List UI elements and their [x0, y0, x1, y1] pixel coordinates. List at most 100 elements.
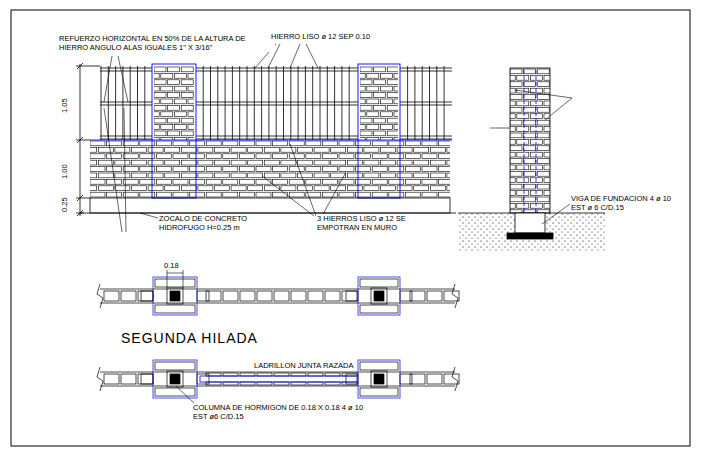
drawing-stroke: [537, 120, 549, 125]
drawing-stroke: [537, 69, 549, 74]
drawing-stroke: [306, 141, 321, 146]
drawing-stroke: [154, 112, 159, 117]
drawing-stroke: [196, 105, 358, 106]
drawing-stroke: [360, 105, 372, 110]
drawing-stroke: [181, 80, 193, 85]
drawing-stroke: [544, 127, 550, 132]
drawing-stroke: [140, 179, 155, 184]
drawing-stroke: [372, 167, 387, 172]
drawing-stroke: [524, 184, 536, 189]
drawing-stroke: [342, 382, 357, 385]
drawing-stroke: [334, 66, 335, 140]
drawing-stroke: [223, 167, 238, 172]
drawing-stroke: [314, 173, 329, 178]
drawing-stroke: [239, 154, 254, 159]
drawing-stroke: [374, 80, 386, 85]
drawing-stroke: [291, 291, 306, 301]
drawing-stroke: [138, 374, 153, 384]
drawing-stroke: [439, 154, 450, 159]
dimension-text: 1.00: [60, 163, 69, 180]
drawing-stroke: [115, 160, 130, 165]
drawing-stroke: [268, 66, 269, 140]
drawing-stroke: [174, 112, 186, 117]
drawing-stroke: [372, 179, 387, 184]
drawing-stroke: [174, 125, 186, 130]
drawing-stroke: [544, 152, 550, 157]
drawing-stroke: [436, 66, 437, 140]
drawing-stroke: [223, 373, 238, 376]
drawing-stroke: [400, 291, 412, 301]
drawing-stroke: [274, 373, 289, 376]
drawing-stroke: [360, 93, 372, 98]
drawing-stroke: [168, 118, 180, 123]
drawing-stroke: [537, 184, 549, 189]
drawing-stroke: [544, 101, 550, 106]
drawing-stroke: [510, 139, 515, 144]
drawing-stroke: [156, 179, 171, 184]
drawing-stroke: [248, 186, 263, 191]
drawing-stroke: [517, 203, 529, 208]
drawing-stroke: [537, 197, 549, 202]
drawing-stroke: [405, 154, 420, 159]
drawing-stroke: [510, 191, 515, 196]
drawing-stroke: [190, 167, 205, 172]
drawing-stroke: [174, 86, 186, 91]
drawing-stroke: [132, 186, 147, 191]
drawing-stroke: [510, 127, 515, 132]
drawing-stroke: [140, 167, 155, 172]
drawing-stroke: [544, 114, 550, 119]
drawing-stroke: [322, 192, 337, 197]
drawing-stroke: [240, 373, 255, 376]
drawing-stroke: [256, 141, 271, 146]
drawing-stroke: [256, 192, 271, 197]
note-text: HIERRO LISO ø 12 SEP 0.10: [270, 32, 371, 41]
drawing-stroke: [215, 173, 230, 178]
drawing-stroke: [167, 371, 183, 387]
drawing-stroke: [394, 112, 398, 117]
drawing-stroke: [289, 192, 304, 197]
drawing-stroke: [273, 154, 288, 159]
drawing-stroke: [231, 173, 246, 178]
drawing-stroke: [181, 173, 196, 178]
drawing-stroke: [306, 167, 321, 172]
drawing-stroke: [360, 131, 372, 136]
drawing-stroke: [165, 173, 180, 178]
drawing-stroke: [439, 192, 450, 197]
drawing-stroke: [374, 374, 384, 384]
drawing-stroke: [360, 86, 365, 91]
drawing-stroke: [90, 167, 105, 172]
drawing-stroke: [530, 139, 542, 144]
drawing-stroke: [274, 382, 289, 385]
drawing-stroke: [517, 114, 529, 119]
drawing-stroke: [360, 305, 398, 313]
drawing-stroke: [537, 171, 549, 176]
drawing-stroke: [439, 141, 450, 146]
drawing-stroke: [206, 154, 221, 159]
view-title: SEGUNDA HILADA: [120, 330, 259, 346]
drawing-stroke: [155, 388, 195, 396]
drawing-stroke: [154, 73, 159, 78]
drawing-stroke: [273, 192, 288, 197]
drawing-stroke: [524, 210, 536, 213]
drawing-stroke: [196, 102, 358, 103]
drawing-stroke: [97, 284, 103, 308]
drawing-stroke: [148, 147, 163, 152]
drawing-stroke: [394, 73, 398, 78]
drawing-stroke: [339, 167, 354, 172]
drawing-stroke: [181, 67, 193, 72]
drawing-stroke: [196, 68, 358, 69]
drawing-stroke: [196, 139, 358, 140]
drawing-stroke: [530, 101, 542, 106]
drawing-stroke: [544, 178, 550, 183]
drawing-stroke: [314, 186, 329, 191]
drawing-stroke: [98, 147, 113, 152]
drawing-stroke: [90, 179, 105, 184]
drawing-stroke: [154, 99, 159, 104]
drawing-stroke: [198, 186, 213, 191]
drawing-stroke: [360, 388, 398, 396]
drawing-stroke: [387, 105, 398, 110]
drawing-stroke: [387, 118, 398, 123]
drawing-stroke: [197, 374, 209, 384]
drawing-stroke: [239, 167, 254, 172]
drawing-stroke: [198, 147, 213, 152]
